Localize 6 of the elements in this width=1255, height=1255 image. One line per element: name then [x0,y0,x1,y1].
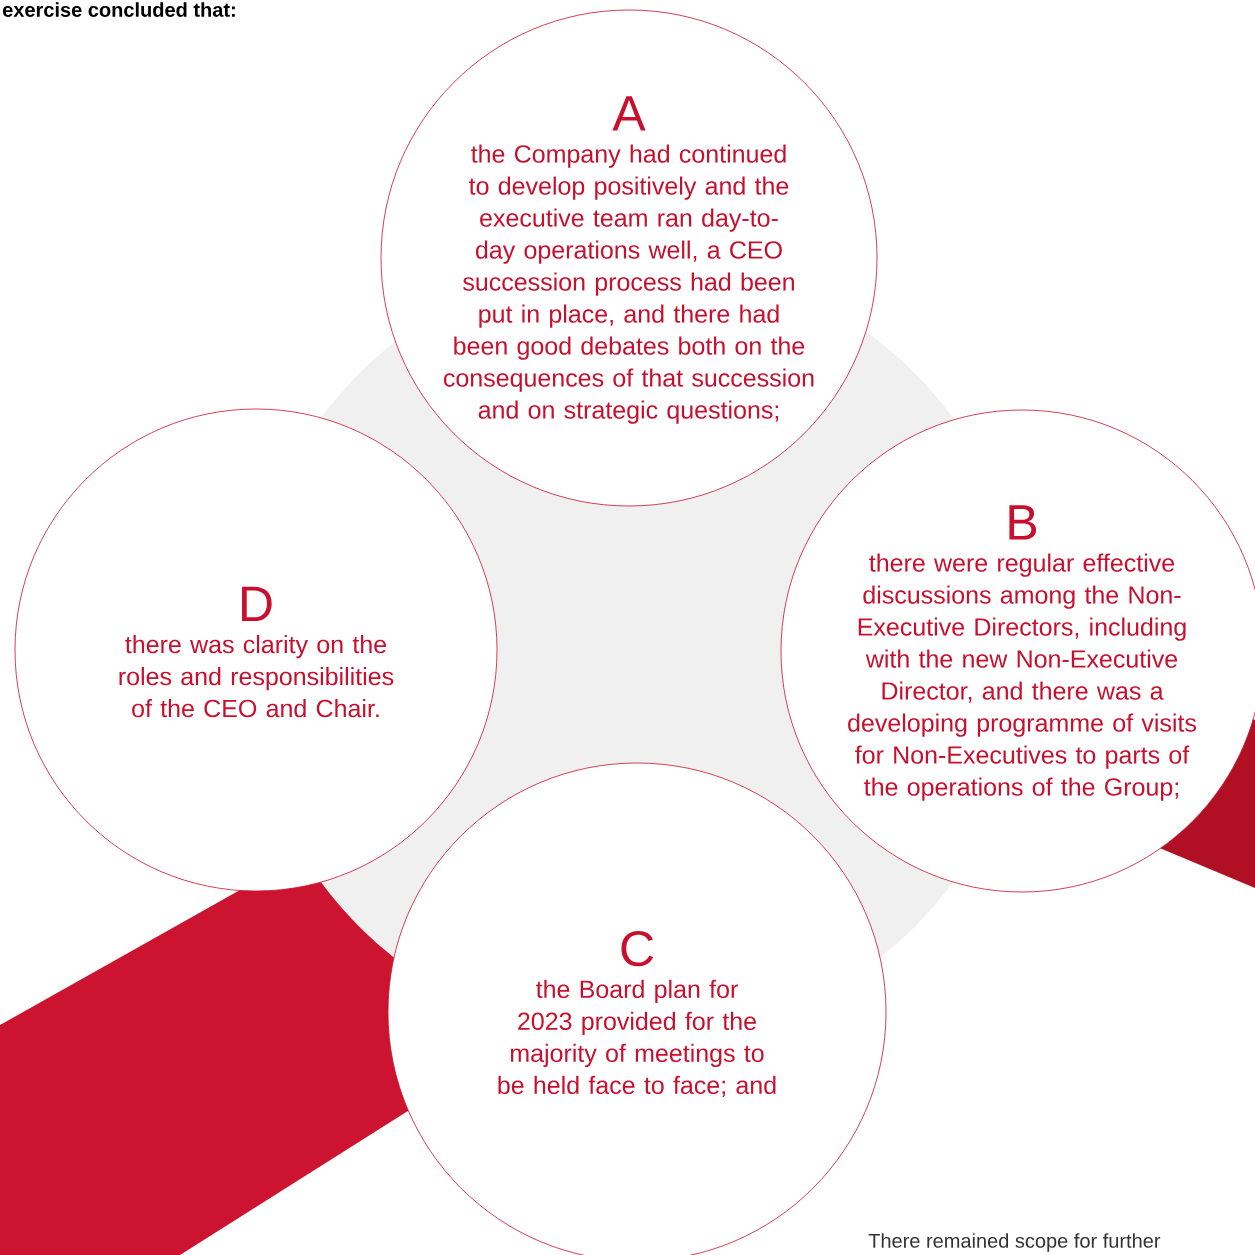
circle-text: C the Board plan for 2023 provided for the majority of meetings to be held face to face; and [498,930,776,1098]
intro-text: exercise concluded that: [3,2,235,17]
circle-text: D there was clarity on the roles and responsibilities of the CEO and Chair. [119,586,394,718]
circle-text: B there were regular effective discussions among the Non-Executive Directors, including with the new Non-Executive Director, and there was a developing programme of visits for Non-Executives to parts of the operations of the Group; [848,505,1196,801]
body-text: There remained scope for further [868,1233,1161,1252]
circle-text: A the Company had continued to develop positively and the executive team ran day-to-day operations well, a CEO succession process had been put in place, and there had been good debates both on the consequences of that succession and on strategic questions; [443,96,814,424]
